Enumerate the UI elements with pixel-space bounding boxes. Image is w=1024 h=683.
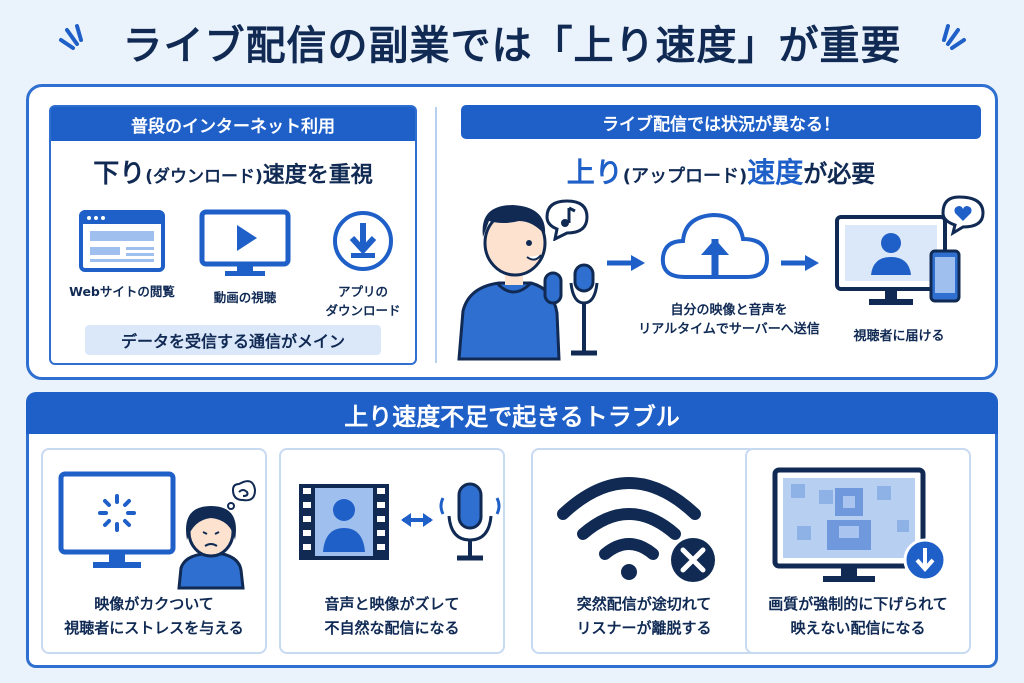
download-speed-subtitle: 下り(ダウンロード)速度を重視: [93, 159, 373, 189]
trouble-caption-desync: 音声と映像がズレて 不自然な配信になる: [324, 595, 460, 637]
trouble-card-quality: 画質が強制的に下げられて 映えない配信になる: [745, 448, 971, 654]
app-download-item: アプリの ダウンロード: [315, 209, 411, 319]
loading-monitor-icon: [58, 471, 257, 590]
pixelated-monitor-icon: [772, 467, 947, 582]
video-watching-item: 動画の視聴: [197, 209, 293, 306]
normal-usage-header: 普段のインターネット利用: [51, 107, 415, 141]
web-browsing-item: Webサイトの閲覧: [67, 209, 177, 300]
viewer-caption: 視聴者に届ける: [853, 329, 945, 344]
wifi-off-icon: [557, 477, 715, 582]
trouble-card-desync: 音声と映像がズレて 不自然な配信になる: [279, 448, 505, 654]
app-download-label-2: ダウンロード: [325, 303, 401, 318]
arrow-right-icon-2: [781, 255, 819, 271]
arrow-right-icon: [607, 255, 645, 271]
upload-speed-subtitle: 上り(アップロード)速度が必要: [566, 156, 876, 189]
livestream-header: ライブ配信では状況が異なる！: [461, 105, 981, 139]
browser-icon: [79, 210, 165, 272]
panel-divider: [435, 107, 437, 363]
video-audio-desync-icon: [299, 482, 501, 561]
receive-data-note: データを受信する通信がメイン: [85, 325, 381, 355]
trouble-card-stutter: 映像がカクついて 視聴者にストレスを与える: [41, 448, 267, 654]
trouble-caption-quality: 画質が強制的に下げられて 映えない配信になる: [768, 595, 948, 637]
viewer-devices-icon: [835, 195, 985, 305]
video-watching-label: 動画の視聴: [213, 290, 277, 305]
comparison-panel: 普段のインターネット利用 下り(ダウンロード)速度を重視 Webサイトの閲覧: [26, 84, 998, 380]
download-icon: [333, 211, 393, 271]
web-browsing-label: Webサイトの閲覧: [69, 284, 175, 299]
sparkle-left-icon: [58, 24, 83, 50]
monitor-play-icon: [199, 209, 291, 276]
page-title: ライブ配信の副業では「上り速度」が重要: [122, 23, 902, 69]
trouble-header: 上り速度不足で起きるトラブル: [26, 392, 998, 436]
sparkle-right-icon: [941, 24, 966, 50]
cloud-upload-icon: [660, 212, 770, 279]
upload-caption: 自分の映像と音声を リアルタイムでサーバーへ送信: [638, 303, 820, 337]
streamer-illustration: [457, 205, 599, 361]
trouble-card-disconnect: 突然配信が途切れて リスナーが離脱する: [531, 448, 757, 654]
trouble-caption-stutter: 映像がカクついて 視聴者にストレスを与える: [64, 595, 244, 637]
normal-usage-box: 普段のインターネット利用 下り(ダウンロード)速度を重視 Webサイトの閲覧: [49, 105, 417, 365]
usage-icons: Webサイトの閲覧 動画の視聴 アプリの ダウン: [51, 209, 415, 329]
trouble-section: 映像がカクついて 視聴者にストレスを与える 音声と映像がズレて 不自然な配信に: [26, 434, 998, 668]
app-download-label-1: アプリの: [337, 284, 388, 299]
title-bar: ライブ配信の副業では「上り速度」が重要: [0, 10, 1024, 74]
trouble-caption-disconnect: 突然配信が途切れて リスナーが離脱する: [576, 595, 712, 637]
music-note-bubble-icon: [545, 199, 589, 241]
